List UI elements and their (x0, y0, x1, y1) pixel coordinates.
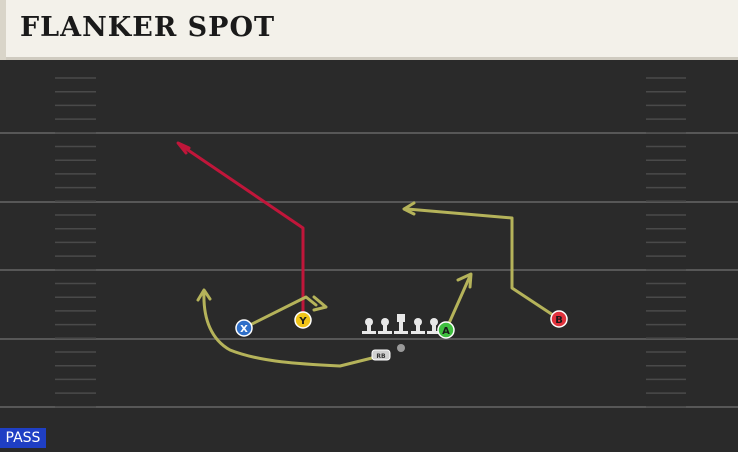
route-b-dig (405, 207, 561, 321)
player-b-label: B (555, 315, 563, 326)
lineman-icon (378, 318, 392, 334)
arrowhead-b (402, 201, 416, 216)
route-a-slant (444, 274, 472, 332)
lineman-icon (411, 318, 425, 334)
player-a[interactable]: A (437, 321, 455, 339)
player-y[interactable]: Y (294, 311, 312, 329)
yard-lines (0, 132, 738, 408)
play-title: FLANKER SPOT (20, 12, 276, 43)
arrowhead-y (176, 141, 191, 155)
title-accent (0, 0, 6, 60)
quarterback-marker (397, 344, 405, 352)
route-y-post (180, 144, 305, 322)
arrowhead-a (456, 272, 473, 289)
route-rb-wheel (202, 290, 382, 368)
lineman-icon (362, 318, 376, 334)
center-icon (394, 314, 408, 334)
player-x[interactable]: X (235, 319, 253, 337)
player-y-label: Y (298, 316, 307, 327)
play-type-badge: PASS (0, 428, 46, 448)
hash-marks (55, 77, 686, 408)
lineman-icon (427, 318, 441, 334)
player-a-label: A (442, 326, 450, 337)
title-bar: FLANKER SPOT (0, 0, 738, 60)
player-rb[interactable]: RB (371, 349, 391, 361)
routes (176, 141, 561, 368)
player-rb-label: RB (376, 353, 386, 360)
route-x-out (242, 295, 318, 330)
arrowhead-rb (196, 288, 212, 302)
offensive-line (362, 314, 441, 352)
arrowhead-x (312, 295, 328, 312)
player-x-label: X (240, 324, 248, 335)
player-b[interactable]: B (550, 310, 568, 328)
